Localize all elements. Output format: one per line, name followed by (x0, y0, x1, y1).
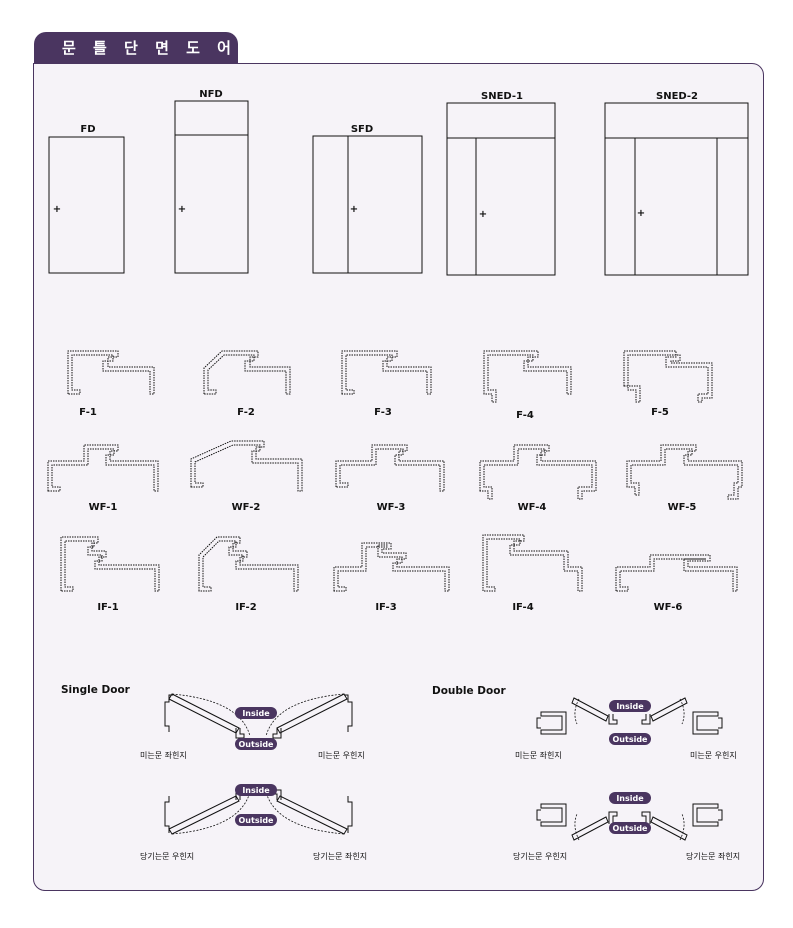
frame-profile-f-1: F-1 (67, 350, 155, 418)
outside-badge (235, 738, 277, 750)
frame-profile-f-5: F-5 (623, 350, 713, 418)
frame-label: F-4 (516, 410, 534, 421)
outside-label: Outside (239, 740, 275, 749)
frame-profile-f-2: F-2 (203, 350, 291, 418)
door-elevation-sfd: SFD + (312, 124, 423, 274)
door-elevation-sned-2: SNED-2 + (604, 91, 749, 276)
frame-label: WF-5 (668, 502, 697, 513)
door-label: SNED-2 (656, 91, 698, 102)
inside-badge (235, 707, 277, 719)
door-label: SFD (351, 124, 373, 135)
inside-badge (609, 700, 651, 712)
double-door-heading: Double Door (432, 685, 506, 697)
frame-profile-if-2: IF-2 (198, 536, 299, 613)
handle-mark-icon: + (53, 204, 61, 215)
caption: 당기는문 좌힌지 (686, 851, 740, 861)
single-door-pull-plan: Inside Outside 당기는문 우힌지 당기는문 좌힌지 (140, 784, 367, 861)
door-label: SNED-1 (481, 91, 523, 102)
caption: 미는문 좌힌지 (140, 750, 187, 760)
inside-badge (235, 784, 277, 796)
outside-label: Outside (613, 735, 649, 744)
handle-mark-icon: + (350, 204, 358, 215)
outside-badge (609, 733, 651, 745)
inside-badge (609, 792, 651, 804)
door-elevation-nfd: NFD + (174, 89, 249, 274)
frame-label: WF-3 (377, 502, 406, 513)
frame-label: IF-4 (512, 602, 533, 613)
outside-label: Outside (239, 816, 275, 825)
frame-profile-if-4: IF-4 (482, 534, 583, 613)
frame-label: F-2 (237, 407, 255, 418)
frame-profile-f-3: F-3 (341, 350, 432, 418)
frame-profile-wf-3: WF-3 (335, 444, 445, 513)
single-door-push-plan: Inside Outside 미는문 좌힌지 미는문 우힌지 (140, 693, 365, 760)
caption: 당기는문 우힌지 (140, 851, 194, 861)
frame-profile-wf-1: WF-1 (47, 444, 159, 513)
inside-label: Inside (242, 709, 270, 718)
frame-label: WF-6 (654, 602, 683, 613)
inside-label: Inside (242, 786, 270, 795)
outside-label: Outside (613, 824, 649, 833)
double-door-push-plan: Inside Outside 미는문 좌힌지 미는문 우힌지 (515, 697, 737, 760)
frame-label: F-3 (374, 407, 392, 418)
door-label: NFD (199, 89, 223, 100)
frame-label: F-1 (79, 407, 97, 418)
frame-profile-wf-4: WF-4 (479, 444, 597, 513)
frame-label: WF-4 (518, 502, 547, 513)
frame-profile-wf-6: WF-6 (615, 554, 738, 613)
frame-profile-wf-5: WF-5 (626, 444, 743, 513)
outside-badge (235, 814, 277, 826)
door-elevation-fd: FD + (48, 124, 125, 274)
handle-mark-icon: + (479, 209, 487, 220)
caption: 당기는문 우힌지 (513, 851, 567, 861)
frame-profile-if-1: IF-1 (60, 536, 160, 613)
frame-label: IF-2 (235, 602, 256, 613)
handle-mark-icon: + (178, 204, 186, 215)
content-panel (33, 63, 764, 891)
caption: 미는문 우힌지 (690, 750, 737, 760)
inside-label: Inside (616, 702, 644, 711)
double-door-pull-plan: Inside Outside 당기는문 우힌지 당기는문 좌힌지 (513, 792, 740, 861)
frame-profile-f-4: F-4 (483, 350, 572, 421)
frame-label: F-5 (651, 407, 669, 418)
frame-profile-if-3: IF-3 (333, 542, 450, 613)
door-label: FD (80, 124, 95, 135)
frame-label: WF-2 (232, 502, 261, 513)
door-elevation-sned-1: SNED-1 + (446, 91, 556, 276)
single-door-heading: Single Door (61, 684, 131, 696)
handle-mark-icon: + (637, 208, 645, 219)
frame-label: IF-1 (97, 602, 118, 613)
caption: 미는문 좌힌지 (515, 750, 562, 760)
frame-profile-wf-2: WF-2 (190, 440, 303, 513)
inside-label: Inside (616, 794, 644, 803)
frame-label: IF-3 (375, 602, 396, 613)
caption: 미는문 우힌지 (318, 750, 365, 760)
outside-badge (609, 822, 651, 834)
frame-label: WF-1 (89, 502, 118, 513)
caption: 당기는문 좌힌지 (313, 851, 367, 861)
